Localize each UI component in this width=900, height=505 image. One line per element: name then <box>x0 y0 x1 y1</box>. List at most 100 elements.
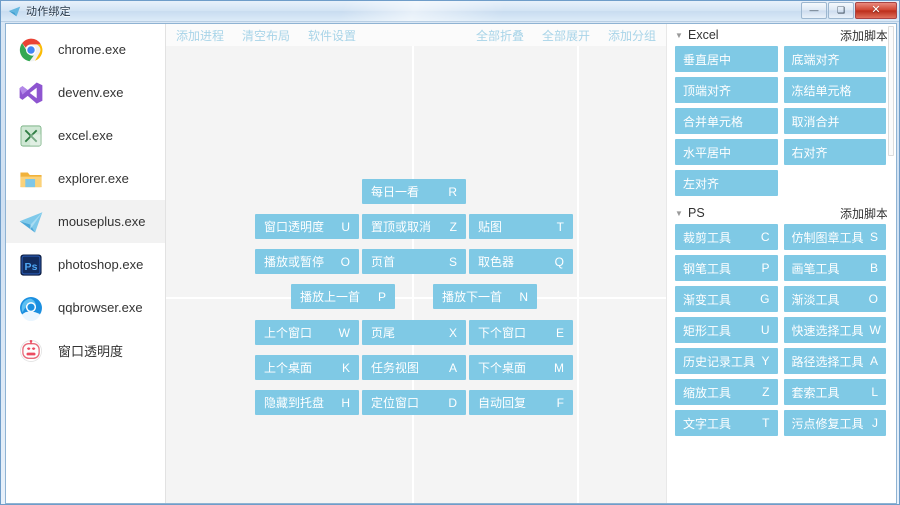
action-button-label: 下个窗口 <box>478 326 527 340</box>
board-vertical-divider-1 <box>577 46 579 503</box>
action-button-label: 页首 <box>371 255 396 269</box>
script-button-hotkey: A <box>869 354 878 368</box>
script-button[interactable]: 顶端对齐 <box>675 77 778 103</box>
maximize-button[interactable]: ❑ <box>828 2 854 19</box>
scrollbar-thumb[interactable] <box>888 26 894 156</box>
action-button-hotkey: Q <box>554 254 564 269</box>
chevron-down-icon[interactable]: ▼ <box>675 208 683 218</box>
sidebar-item-窗口透明度[interactable]: 窗口透明度 <box>6 329 165 372</box>
script-button[interactable]: 水平居中 <box>675 139 778 165</box>
sidebar-item-mouseplus[interactable]: mouseplus.exe <box>6 200 165 243</box>
action-button-label: 上个桌面 <box>264 361 313 375</box>
sidebar-item-devenv[interactable]: devenv.exe <box>6 71 165 114</box>
robot-face-icon <box>18 338 44 364</box>
toolbar-left-link-2[interactable]: 软件设置 <box>308 28 357 43</box>
sidebar-item-label: photoshop.exe <box>58 257 144 272</box>
sidebar-item-explorer[interactable]: explorer.exe <box>6 157 165 200</box>
action-button-label: 播放或暂停 <box>264 255 325 269</box>
action-button-hotkey: X <box>448 325 457 340</box>
script-button[interactable]: 垂直居中 <box>675 46 778 72</box>
script-button-hotkey: L <box>871 385 878 399</box>
chrome-icon <box>18 37 44 63</box>
action-button[interactable]: 页尾 X <box>362 320 466 345</box>
script-button-label: 缩放工具 <box>683 385 732 400</box>
script-button[interactable]: 底端对齐 <box>783 46 886 72</box>
toolbar-right-link-2[interactable]: 添加分组 <box>607 28 656 43</box>
svg-text:Ps: Ps <box>25 260 38 272</box>
toolbar-right-link-0[interactable]: 全部折叠 <box>475 28 524 43</box>
close-button[interactable]: ✕ <box>855 2 897 19</box>
action-button-hotkey: R <box>448 184 457 199</box>
right-panel-scrollbar[interactable] <box>887 24 895 503</box>
maximize-icon: ❑ <box>836 5 846 15</box>
script-button[interactable]: 取消合并 <box>783 108 886 134</box>
minimize-button[interactable]: — <box>801 2 827 19</box>
sidebar-item-label: qqbrowser.exe <box>58 300 143 315</box>
sidebar-item-excel[interactable]: excel.exe <box>6 114 165 157</box>
script-button-placeholder <box>784 441 887 467</box>
action-button-label: 置顶或取消 <box>371 220 432 234</box>
script-button[interactable]: 右对齐 <box>783 139 886 165</box>
action-button-hotkey: U <box>341 219 350 234</box>
chevron-down-icon[interactable]: ▼ <box>675 30 683 40</box>
script-button-label: 垂直居中 <box>683 52 732 67</box>
minimize-icon: — <box>809 5 819 15</box>
action-button-label: 播放下一首 <box>442 290 503 304</box>
toolbar-left-link-1[interactable]: 清空布局 <box>242 28 291 43</box>
sidebar-item-photoshop[interactable]: Ps photoshop.exe <box>6 243 165 286</box>
toolbar-left-link-0[interactable]: 添加进程 <box>176 28 225 43</box>
group-title: Excel <box>688 28 719 42</box>
group-header-excel[interactable]: ▼ Excel 添加脚本 <box>667 24 896 46</box>
photoshop-icon: Ps <box>18 252 44 278</box>
script-button-hotkey: C <box>760 230 770 244</box>
action-button-hotkey: A <box>448 360 457 375</box>
script-button[interactable]: 合并单元格 <box>675 108 778 134</box>
script-button-hotkey: Y <box>761 354 770 368</box>
add-script-link[interactable]: 添加脚本 <box>839 206 888 221</box>
script-button-label: 水平居中 <box>683 145 732 160</box>
sidebar-item-chrome[interactable]: chrome.exe <box>6 28 165 71</box>
script-button-hotkey: T <box>762 416 770 430</box>
script-button[interactable]: 冻结单元格 <box>783 77 886 103</box>
action-button-label: 页尾 <box>371 326 396 340</box>
window-title: 动作绑定 <box>26 6 71 18</box>
script-button[interactable]: 左对齐 <box>675 170 778 196</box>
toolbar-left-group: 添加进程 清空布局 软件设置 <box>176 27 356 44</box>
sidebar-item-qqbrowser[interactable]: qqbrowser.exe <box>6 286 165 329</box>
toolbar-right-link-1[interactable]: 全部展开 <box>541 28 590 43</box>
add-script-link[interactable]: 添加脚本 <box>839 28 888 43</box>
script-button-hotkey: J <box>872 416 878 430</box>
